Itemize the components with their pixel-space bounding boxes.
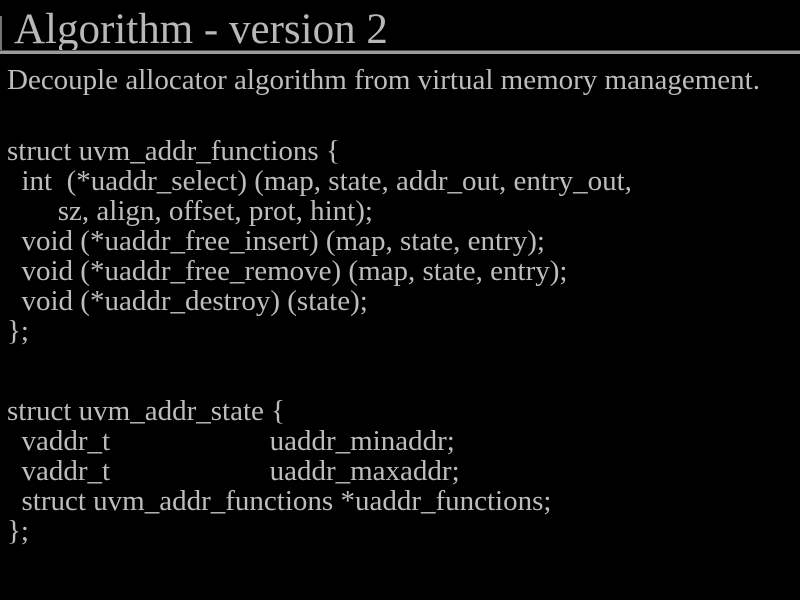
code-line: struct uvm_addr_functions *uaddr_functio… <box>7 485 552 517</box>
code-line: void (*uaddr_free_remove) (map, state, e… <box>7 255 568 287</box>
code-line: int (*uaddr_select) (map, state, addr_ou… <box>7 165 632 197</box>
code-line: vaddr_t uaddr_minaddr; <box>7 425 455 457</box>
title-left-tick <box>0 16 2 54</box>
code-line: struct uvm_addr_state { <box>7 395 286 427</box>
code-line: sz, align, offset, prot, hint); <box>7 195 373 227</box>
code-line: vaddr_t uaddr_maxaddr; <box>7 455 460 487</box>
slide-title: Algorithm - version 2 <box>14 6 388 53</box>
intro-text: Decouple allocator algorithm from virtua… <box>7 64 760 96</box>
code-line: }; <box>7 315 29 347</box>
title-underline <box>0 50 800 54</box>
code-block-uvm-addr-state: struct uvm_addr_state { vaddr_t uaddr_mi… <box>7 396 551 546</box>
code-block-uvm-addr-functions: struct uvm_addr_functions { int (*uaddr_… <box>7 136 632 346</box>
code-line: void (*uaddr_free_insert) (map, state, e… <box>7 225 545 257</box>
code-line: void (*uaddr_destroy) (state); <box>7 285 368 317</box>
code-line: }; <box>7 515 29 547</box>
code-line: struct uvm_addr_functions { <box>7 135 340 167</box>
